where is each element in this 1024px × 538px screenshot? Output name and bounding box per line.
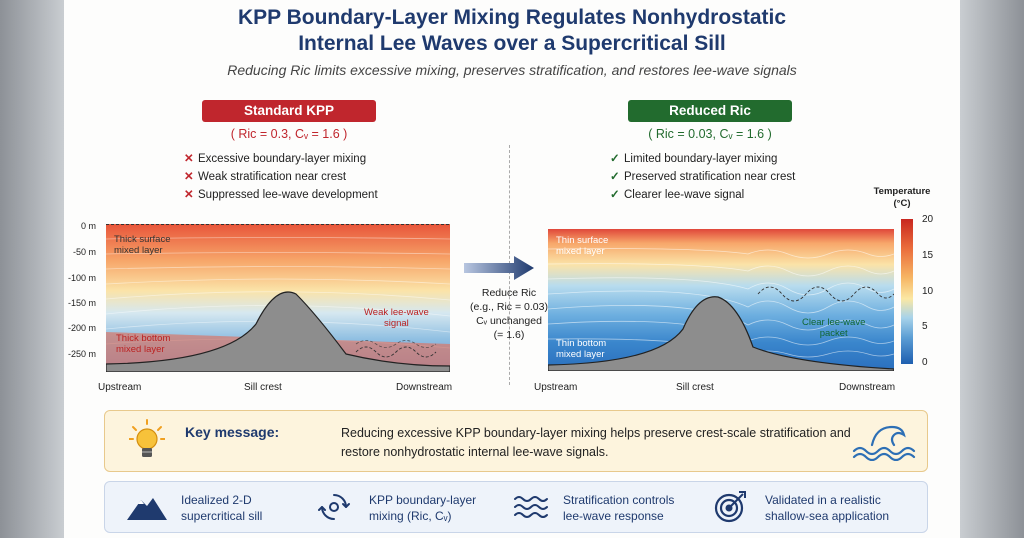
cross-icon: ✕ — [184, 153, 194, 165]
depth-tick: -150 m — [67, 298, 96, 308]
depth-tick: -200 m — [67, 323, 96, 333]
reduced-ric-cross-section — [548, 229, 894, 371]
thick-surface-label: Thick surface mixed layer — [114, 234, 171, 256]
colorbar-tick: 5 — [922, 321, 928, 332]
thick-bottom-label: Thick bottom mixed layer — [116, 333, 171, 355]
x-label-crest-left: Sill crest — [244, 382, 282, 393]
standard-kpp-params: ( Ric = 0.3, Cᵥ = 1.6 ) — [230, 127, 348, 141]
check-icon: ✓ — [610, 189, 620, 201]
right-bullet-text: Clearer lee-wave signal — [624, 189, 745, 201]
check-icon: ✓ — [610, 153, 620, 165]
subtitle: Reducing Ric limits excessive mixing, pr… — [227, 62, 797, 78]
left-backdrop — [0, 0, 64, 538]
check-icon: ✓ — [610, 171, 620, 183]
arrow-caption-line: Cᵥ unchanged — [476, 315, 542, 327]
clear-wave-label: Clear lee-wave packet — [802, 317, 866, 339]
colorbar-tick: 20 — [922, 214, 934, 225]
depth-tick: -100 m — [67, 273, 96, 283]
standard-kpp-header: Standard KPP — [202, 100, 376, 122]
lightbulb-icon — [129, 419, 165, 457]
target-icon — [714, 491, 746, 523]
right-bullet-2: ✓ Preserved stratification near crest — [610, 169, 795, 183]
depth-tick: 0 m — [80, 221, 96, 231]
key-message-box: Key message: Reducing excessive KPP boun… — [104, 410, 928, 472]
mountain-icon — [127, 498, 167, 520]
depth-tick: -50 m — [72, 247, 96, 257]
feature-text-2: KPP boundary-layer mixing (Ric, Cᵥ) — [369, 493, 477, 523]
x-label-crest-right: Sill crest — [676, 382, 714, 393]
thin-bottom-label: Thin bottom mixed layer — [556, 338, 607, 360]
arrow-caption-line: (= 1.6) — [493, 329, 525, 341]
arrow-caption-line: (e.g., Ric = 0.03) — [470, 301, 548, 313]
left-bullet-text: Weak stratification near crest — [198, 171, 347, 183]
x-label-downstream-left: Downstream — [396, 382, 453, 393]
mixing-swirl-icon — [318, 494, 350, 520]
feature-strip: Idealized 2-D supercritical sill KPP bou… — [104, 481, 928, 533]
arrow-right-icon — [464, 256, 534, 280]
feature-text-3: Stratification controls lee-wave respons… — [563, 493, 675, 523]
right-bullet-text: Preserved stratification near crest — [624, 171, 796, 183]
left-bullet-3: ✕ Suppressed lee-wave development — [184, 187, 378, 201]
infographic-card: KPP Boundary-Layer Mixing Regulates Nonh… — [64, 0, 960, 538]
right-bullet-text: Limited boundary-layer mixing — [624, 153, 778, 165]
left-bullet-text: Excessive boundary-layer mixing — [198, 153, 367, 165]
colorbar-tick: 10 — [922, 286, 934, 297]
x-label-upstream-left: Upstream — [98, 382, 142, 393]
feature-text-1: Idealized 2-D supercritical sill — [181, 493, 263, 523]
colorbar-tick: 15 — [922, 250, 934, 261]
weak-wave-label: Weak lee-wave signal — [364, 307, 429, 329]
left-bullet-1: ✕ Excessive boundary-layer mixing — [184, 151, 366, 165]
right-bullet-3: ✓ Clearer lee-wave signal — [610, 187, 744, 201]
x-label-downstream-right: Downstream — [839, 382, 896, 393]
arrow-caption-line: Reduce Ric — [481, 287, 537, 299]
left-bullet-2: ✕ Weak stratification near crest — [184, 169, 346, 183]
wave-lines-icon — [514, 496, 548, 518]
x-label-upstream-right: Upstream — [534, 382, 578, 393]
thin-surface-label: Thin surface mixed layer — [556, 235, 609, 257]
arrow-caption: Reduce Ric (e.g., Ric = 0.03) Cᵥ unchang… — [459, 286, 559, 342]
colorbar-title: Temperature (°C) — [873, 186, 931, 209]
colorbar-tick: 0 — [922, 357, 928, 368]
reduced-ric-params: ( Ric = 0.03, Cᵥ = 1.6 ) — [648, 127, 772, 141]
reduced-ric-header: Reduced Ric — [628, 100, 792, 122]
standard-kpp-cross-section — [106, 224, 450, 372]
right-bullet-1: ✓ Limited boundary-layer mixing — [610, 151, 777, 165]
right-backdrop — [960, 0, 1024, 538]
title-line-1: KPP Boundary-Layer Mixing Regulates Nonh… — [237, 6, 787, 29]
key-message-label: Key message: — [185, 424, 280, 440]
key-message-text: Reducing excessive KPP boundary-layer mi… — [341, 426, 851, 459]
temperature-colorbar — [901, 219, 913, 364]
cross-icon: ✕ — [184, 171, 194, 183]
ocean-wave-icon — [852, 425, 916, 461]
depth-tick: -250 m — [67, 349, 96, 359]
title-line-2: Internal Lee Waves over a Supercritical … — [298, 32, 726, 55]
left-bullet-text: Suppressed lee-wave development — [198, 189, 378, 201]
feature-text-4: Validated in a realistic shallow-sea app… — [765, 493, 890, 523]
cross-icon: ✕ — [184, 189, 194, 201]
